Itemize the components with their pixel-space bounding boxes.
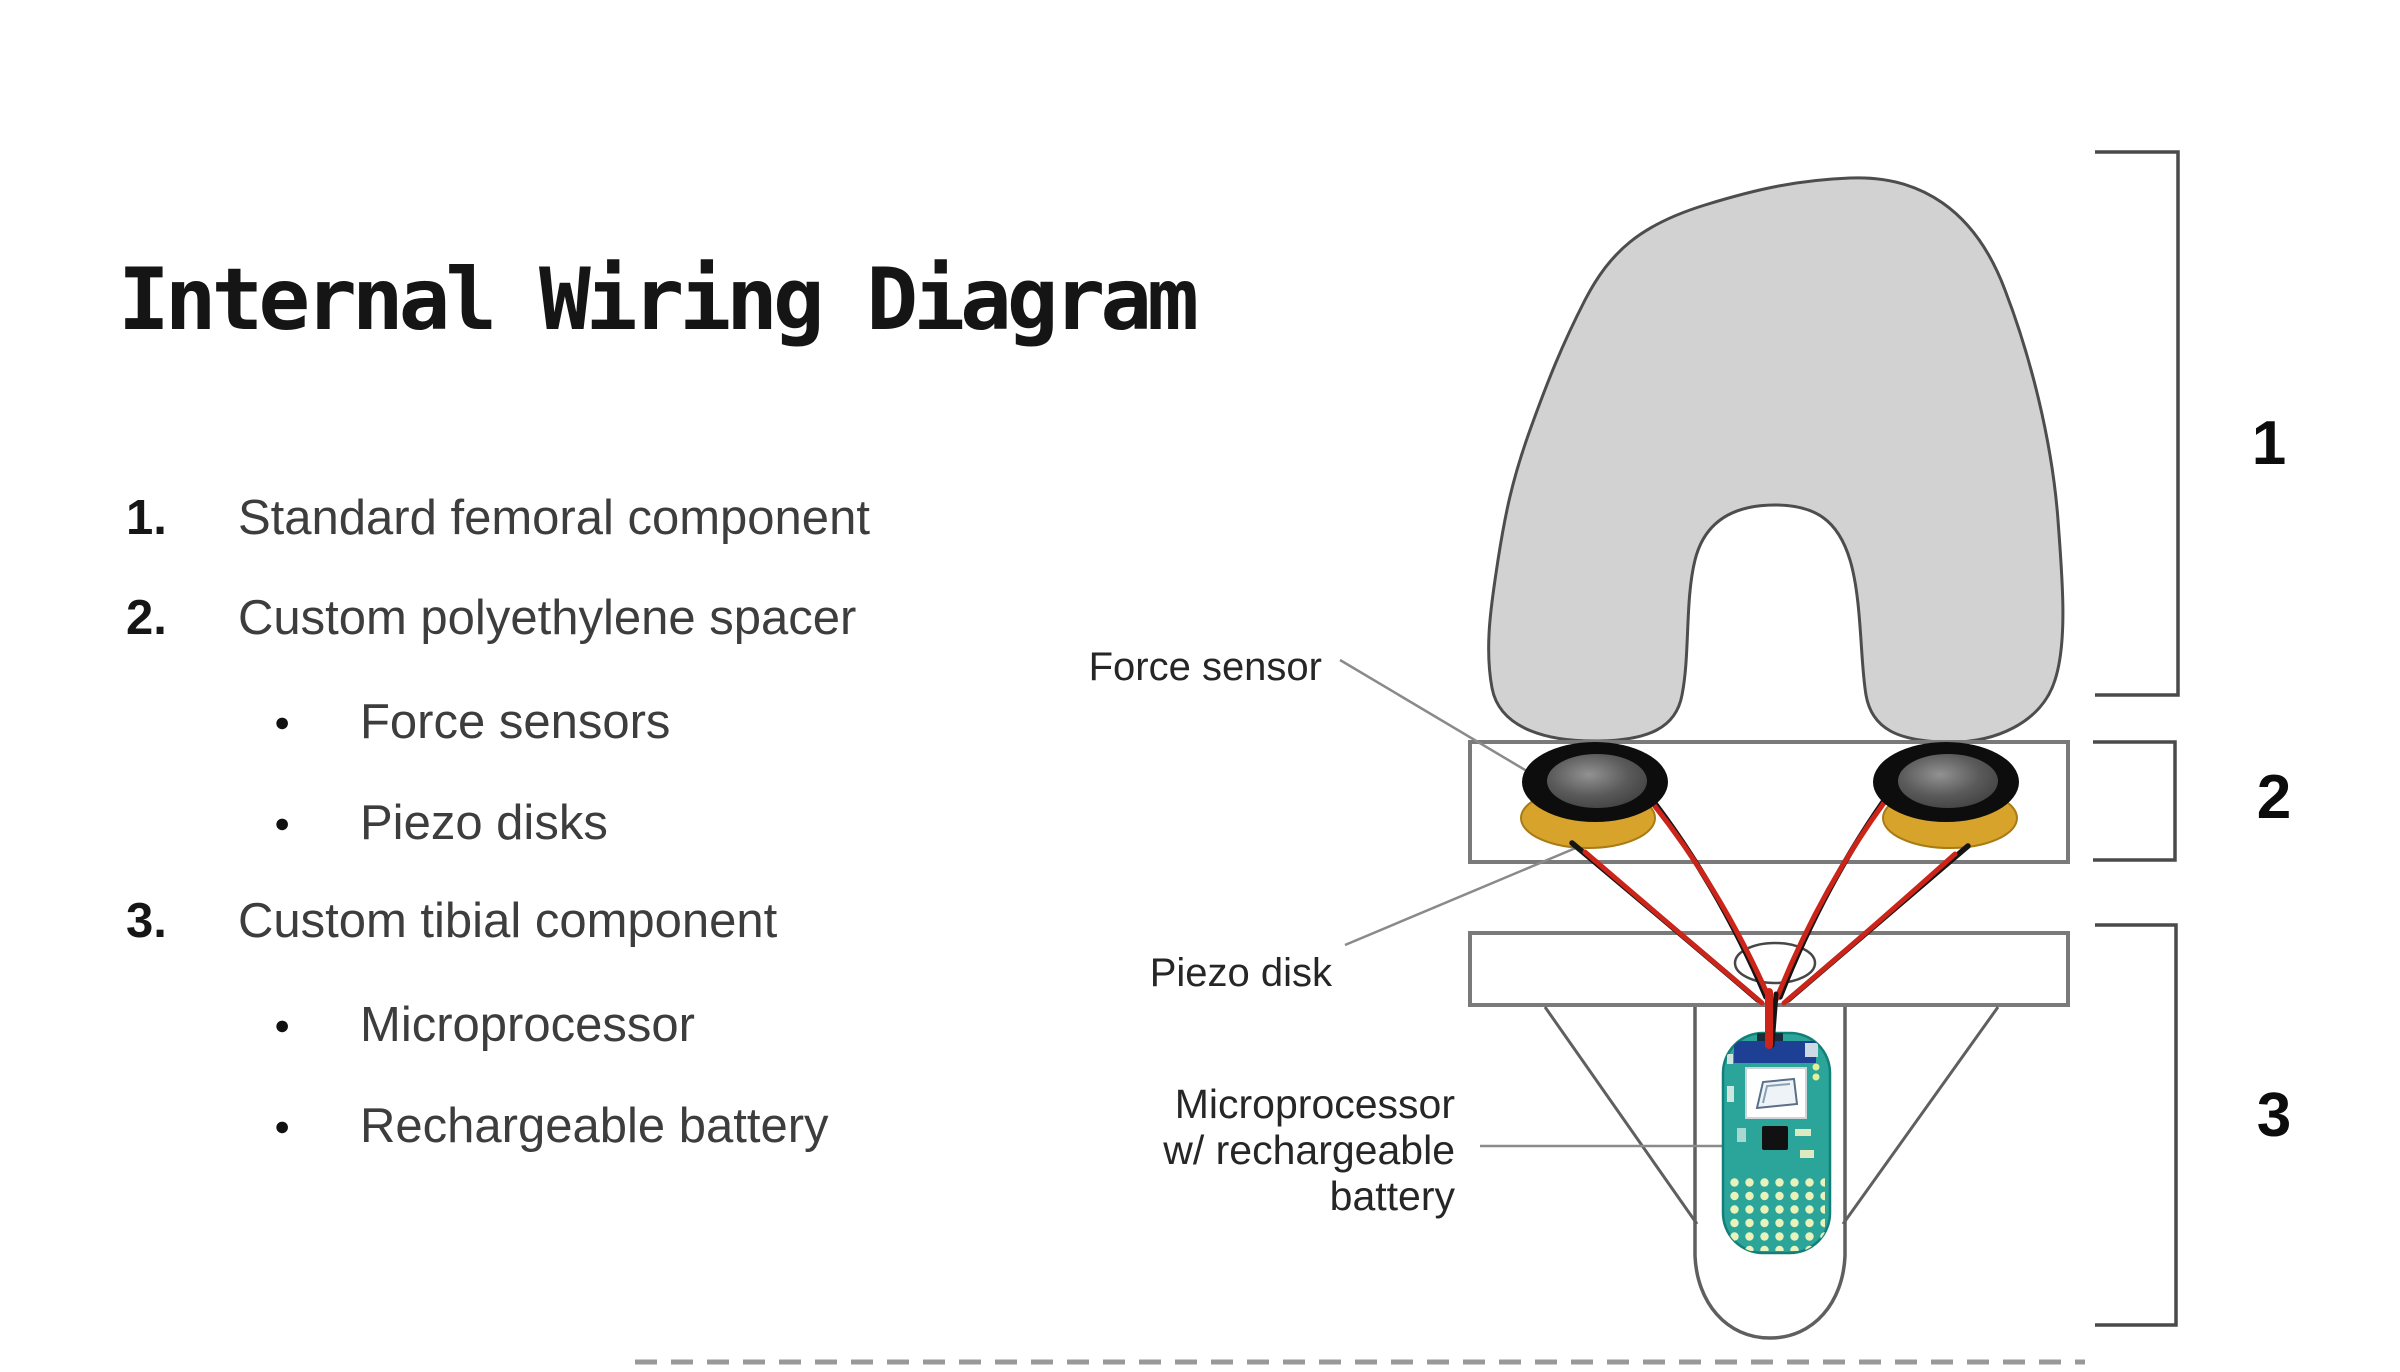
list-item-label: Force sensors [360, 695, 671, 749]
list-number: 3. [126, 894, 167, 948]
list-item-label: Piezo disks [360, 796, 608, 850]
list-item-label: Microprocessor [360, 998, 695, 1052]
list-item: 1. Standard femoral component [0, 488, 1150, 548]
page-title: Internal Wiring Diagram [118, 250, 1199, 350]
bracket-1-number: 1 [2251, 409, 2287, 478]
list-item-label: Standard femoral component [238, 491, 870, 545]
list-item: ● Piezo disks [0, 793, 1150, 853]
tibial-keel-left-line [1543, 1006, 1699, 1225]
list-item-label: Custom polyethylene spacer [238, 591, 857, 645]
list-item: 2. Custom polyethylene spacer [0, 588, 1150, 648]
bullet-icon: ● [274, 1010, 291, 1040]
list-item: ● Microprocessor [0, 995, 1150, 1055]
force-sensor-left [1522, 742, 1668, 822]
list-item: ● Rechargeable battery [0, 1096, 1150, 1156]
list-item: 3. Custom tibial component [0, 891, 1150, 951]
bullet-icon: ● [274, 707, 291, 737]
list-number: 2. [126, 591, 167, 645]
microprocessor-board [1721, 1031, 1832, 1255]
sensor-wires [1569, 785, 1971, 1049]
force-sensor-callout-line [1339, 658, 1548, 785]
bracket-2-number: 2 [2256, 763, 2292, 832]
list-item: ● Force sensors [0, 692, 1150, 752]
force-sensor-right [1873, 742, 2019, 822]
tibial-keel-right-line [1841, 1006, 2000, 1225]
bullet-icon: ● [274, 808, 291, 838]
list-number: 1. [126, 491, 167, 545]
force-sensor-label: Force sensor [1088, 645, 1322, 689]
bracket-1 [2095, 150, 2180, 697]
list-item-label: Rechargeable battery [360, 1099, 829, 1153]
piezo-disk-label: Piezo disk [1149, 951, 1332, 995]
list-item-label: Custom tibial component [238, 894, 778, 948]
piezo-disk-callout-line [1344, 840, 1591, 947]
bracket-2 [2093, 740, 2177, 862]
microprocessor-label: Microprocessor w/ rechargeable battery [1163, 1081, 1455, 1219]
tibial-stem-shape [1693, 1007, 1847, 1340]
femoral-component-shape [1487, 176, 2065, 744]
bullet-icon: ● [274, 1111, 291, 1141]
bracket-3 [2095, 923, 2178, 1327]
bracket-3-number: 3 [2256, 1081, 2292, 1150]
